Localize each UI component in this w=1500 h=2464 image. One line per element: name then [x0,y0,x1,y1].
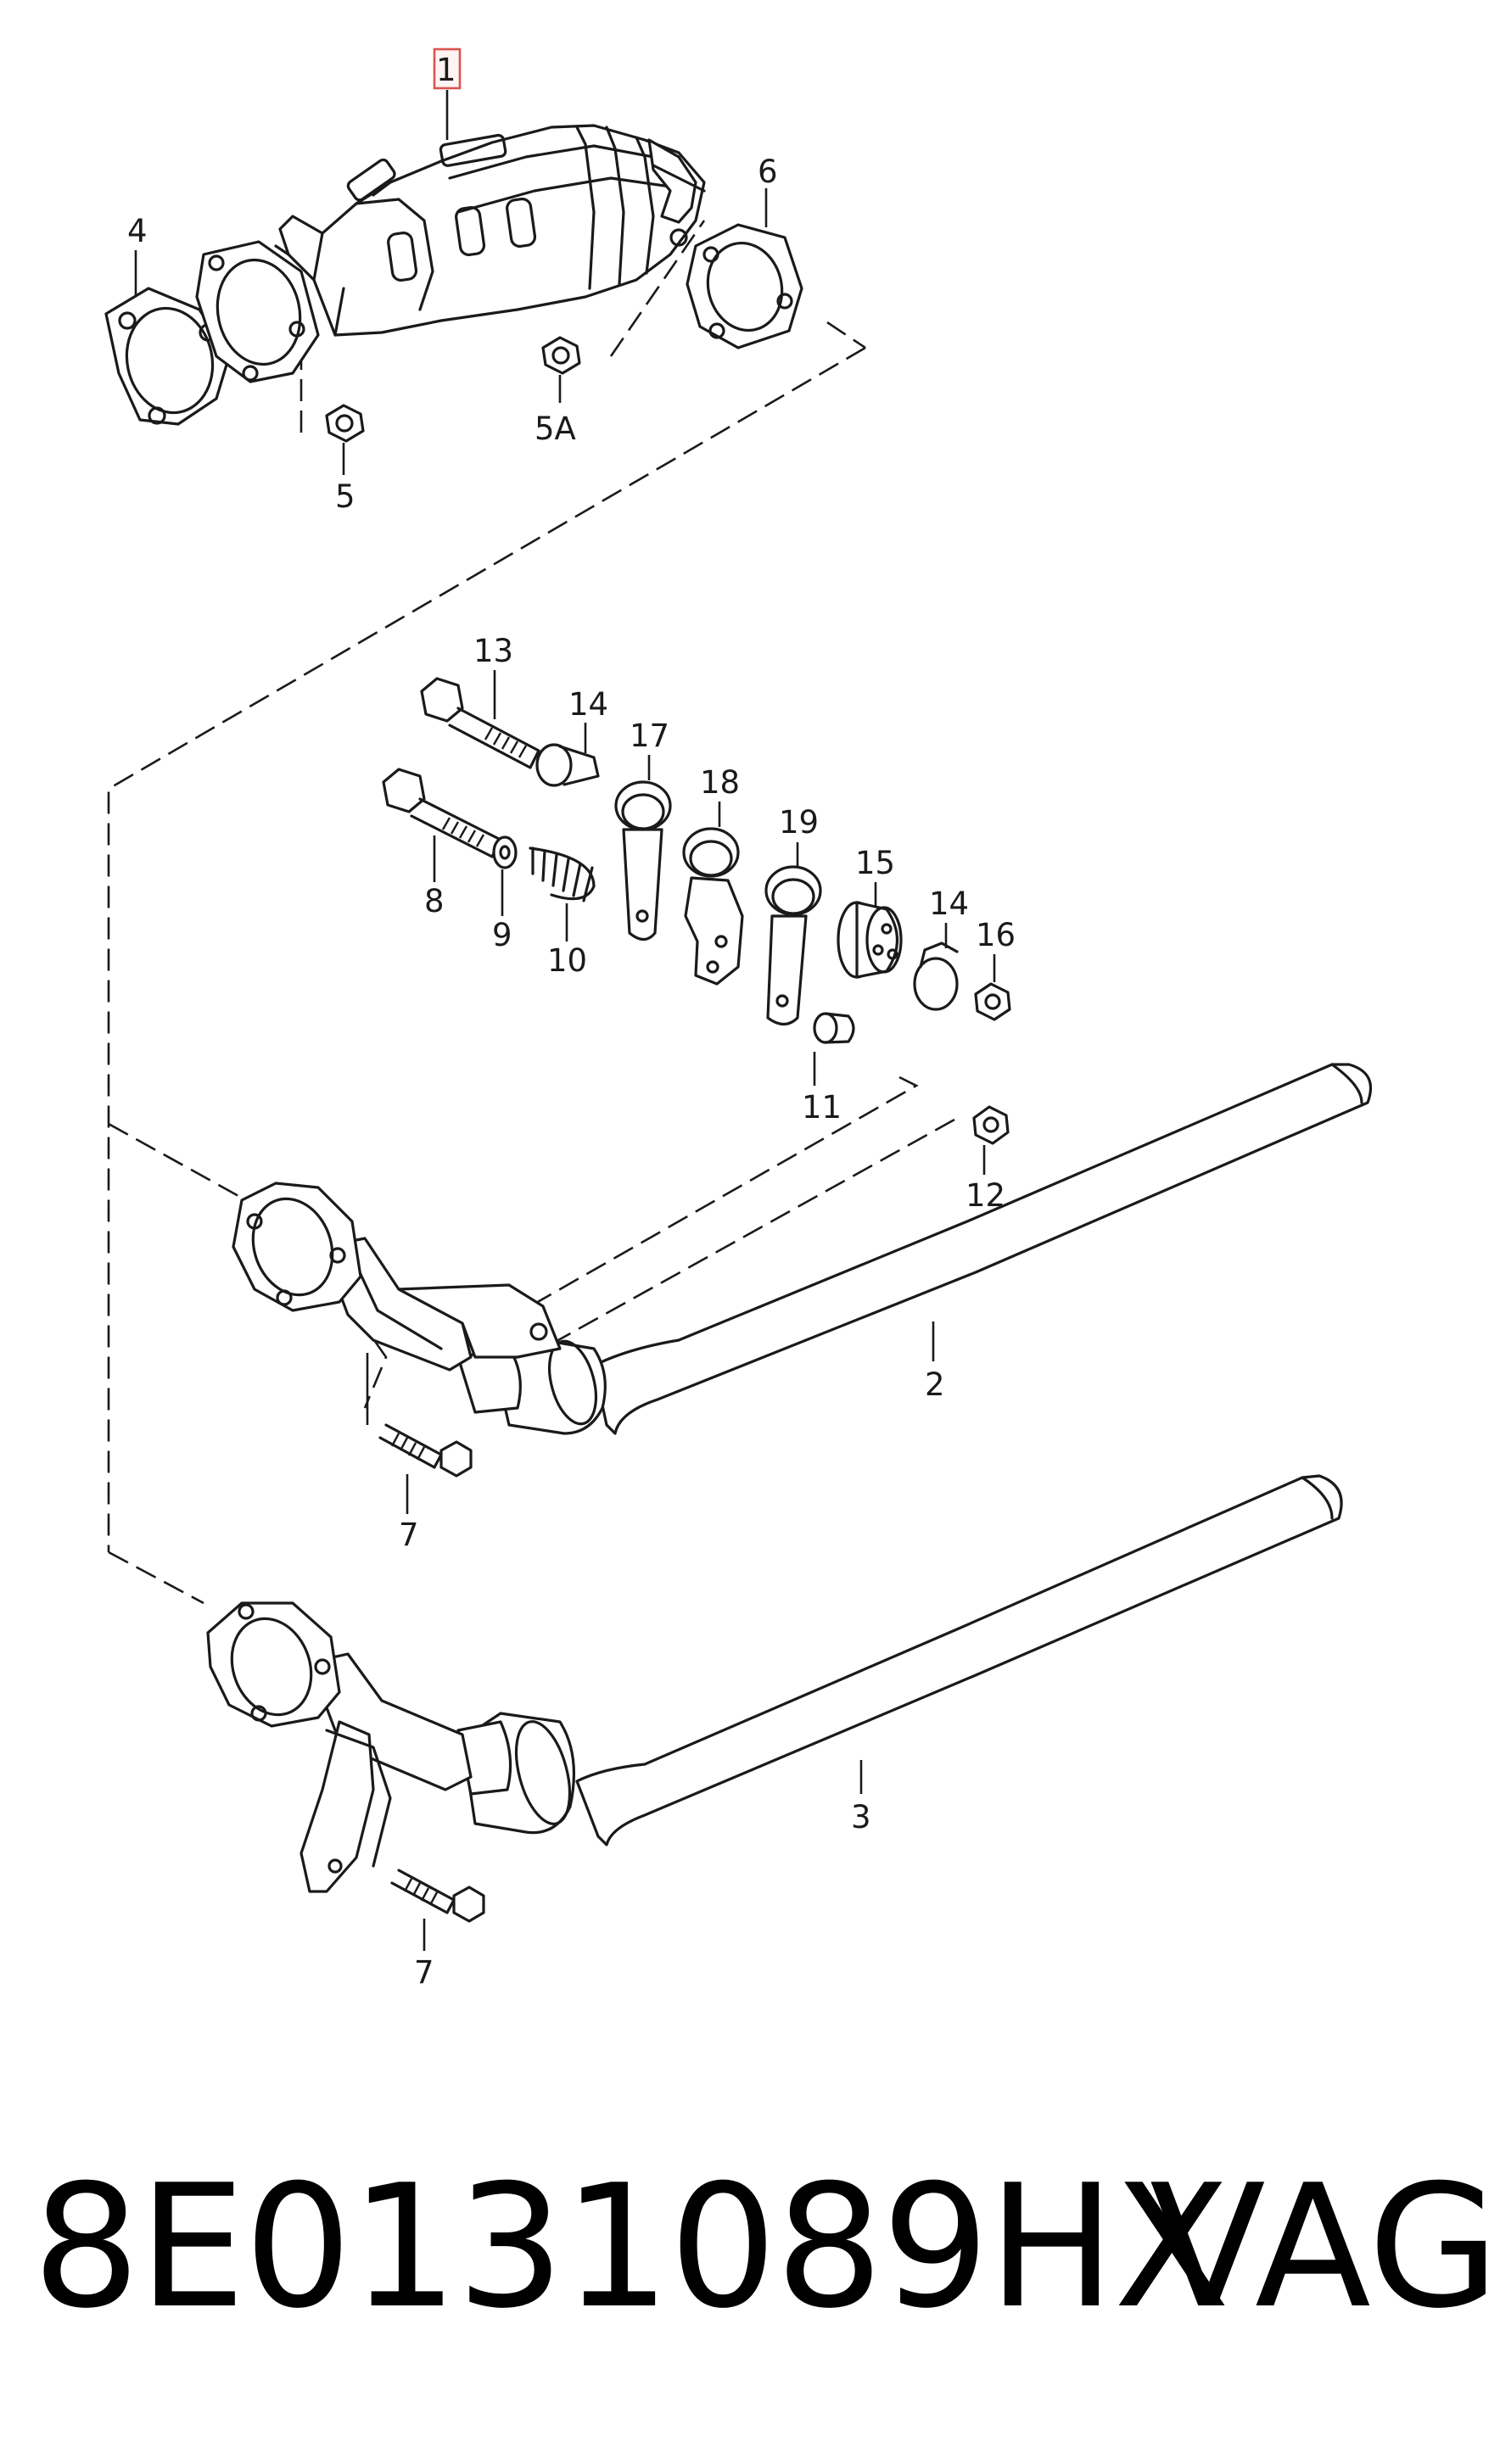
nut-part-5 [325,404,365,475]
brand-label: VAG [1150,2148,1500,2346]
callout-19: 19 [779,804,819,841]
callout-5: 5 [335,478,355,515]
washer-part-9 [492,835,518,916]
callout-5a: 5A [535,411,576,447]
front-pipe-part-2 [232,1063,1373,1435]
catalytic-converter [274,47,706,337]
bolt-part-7-upper [378,1423,473,1514]
flange-part-6 [686,188,803,349]
bolt-part-13 [420,670,540,769]
callout-15: 15 [855,845,895,881]
spacer-part-14-lower [913,923,959,1011]
front-pipe-part-3 [206,1474,1343,1893]
sleeve-part-11 [813,1012,855,1086]
bracket-part-18 [682,802,744,986]
rubber-mount-part-15 [837,882,903,979]
nut-part-12 [972,1105,1010,1175]
callout-2: 2 [925,1366,945,1403]
callout-18: 18 [700,764,740,801]
callout-6: 6 [758,154,778,190]
clamp-part-19 [764,842,822,1026]
nut-part-5a [541,336,581,403]
callout-labels: 1 4 6 5A 5 13 14 17 18 19 15 14 16 8 9 1… [127,52,1016,1991]
callout-4: 4 [127,213,148,249]
nut-part-16 [974,954,1011,1021]
spacer-part-14-upper [535,723,600,787]
callout-3: 3 [851,1799,871,1835]
callout-13: 13 [473,633,513,669]
bolt-part-7-lower [390,1869,485,1951]
clamp-part-17 [614,755,672,941]
callout-8: 8 [424,883,445,919]
part-number-label: 8E0131089HX [32,2148,1230,2346]
callout-11: 11 [802,1089,842,1126]
bolt-part-8 [382,768,502,882]
callout-7-lower: 7 [414,1954,434,1991]
callout-10: 10 [547,942,587,979]
callout-14-upper: 14 [568,686,608,723]
converter-inlet-flange [195,240,320,383]
callout-7-upper: 7 [399,1517,419,1553]
callout-12: 12 [965,1177,1005,1214]
spring-part-10 [529,846,596,941]
callout-17: 17 [630,718,669,754]
callout-9: 9 [492,917,512,953]
callout-16: 16 [976,917,1016,953]
callout-1: 1 [436,52,456,88]
callout-14-lower: 14 [929,886,969,922]
flange-part-4 [104,250,231,426]
